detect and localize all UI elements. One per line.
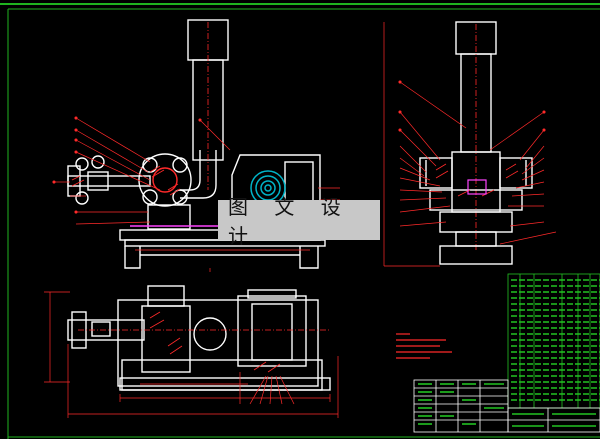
- technical-notes: [396, 333, 452, 359]
- front-pump-hatching: [71, 165, 181, 196]
- watermark-label: 图 文 设 计: [218, 195, 380, 248]
- front-leader-lines: [52, 116, 340, 272]
- side-magenta-block: [467, 179, 487, 195]
- side-leader-lines: [383, 22, 557, 267]
- parts-list-rows: [511, 279, 600, 401]
- plan-hatching: [149, 311, 281, 373]
- side-hatching: [435, 163, 519, 197]
- plan-dimensions: [44, 291, 339, 418]
- title-block: [413, 379, 600, 433]
- plan-view: [67, 285, 331, 391]
- side-elevation: [419, 21, 533, 265]
- title-block-text: [418, 383, 596, 427]
